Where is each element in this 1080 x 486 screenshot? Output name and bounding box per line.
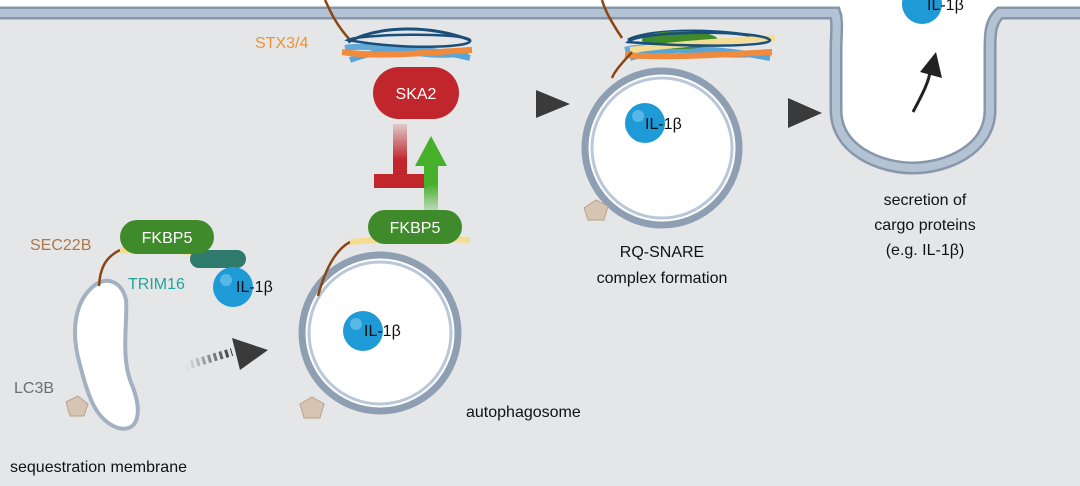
sequestration-membrane (65, 248, 140, 431)
fkbp5-left-complex: FKBP5 IL-1β (119, 220, 273, 307)
il1b-secreted-label: IL-1β (927, 0, 964, 14)
sequestration-label: sequestration membrane (10, 459, 187, 476)
rq-snare-label-2: complex formation (597, 270, 728, 287)
rq-snare-label-1: RQ-SNARE (620, 244, 704, 261)
activation-arrow (415, 136, 447, 214)
ska2-protein: SKA2 (373, 67, 459, 119)
docked-autophagosome: IL-1β (581, 67, 743, 229)
secretion-label-1: secretion of (884, 192, 967, 209)
snare-complex-right (610, 29, 776, 79)
flow-arrow-3 (752, 98, 822, 128)
inhibition-arrow (374, 124, 426, 188)
flow-arrow-2 (484, 90, 570, 118)
il1b-snare-label: IL-1β (645, 116, 682, 133)
secretion-label-3: (e.g. IL-1β) (886, 242, 965, 259)
cytoplasm (0, 13, 1080, 486)
il1b-free-label: IL-1β (236, 279, 273, 296)
il1b-auto-label: IL-1β (364, 323, 401, 340)
ska2-label: SKA2 (396, 86, 437, 103)
lc3b-label: LC3B (14, 380, 54, 397)
stx-label: STX3/4 (255, 35, 308, 52)
stx-complex-mid (341, 27, 473, 63)
flow-arrow-1 (183, 338, 268, 370)
autophagosome: FKBP5 IL-1β (298, 210, 471, 419)
fkbp5-mid-label: FKBP5 (390, 220, 441, 237)
trim16-label: TRIM16 (128, 276, 185, 293)
sec22b-label: SEC22B (30, 237, 91, 254)
autophagosome-label: autophagosome (466, 404, 581, 421)
secretion-label-2: cargo proteins (874, 217, 975, 234)
secreted-il1b: IL-1β (902, 0, 964, 113)
fkbp5-left-label: FKBP5 (142, 230, 193, 247)
